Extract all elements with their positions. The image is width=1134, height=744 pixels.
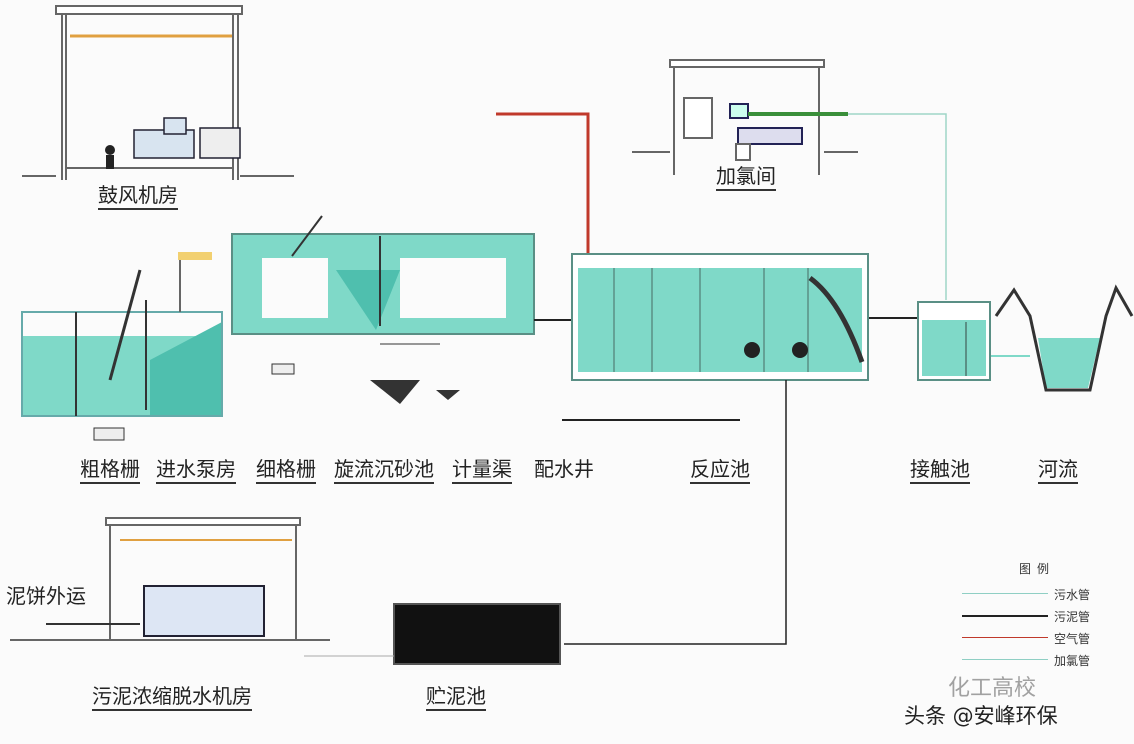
legend-label-sewage: 污水管 — [1054, 588, 1091, 602]
label-chlorination-room: 加氯间 — [716, 164, 776, 191]
sludge-tank — [393, 603, 561, 665]
watermark-school: 化工高校 — [948, 676, 1037, 701]
label-fine-screen: 细格栅 — [256, 457, 316, 484]
legend-label-sludge: 污泥管 — [1054, 610, 1091, 624]
legend-title: 图例 — [1018, 562, 1055, 576]
legend-label-chlorine: 加氯管 — [1054, 654, 1091, 668]
reaction-tank — [562, 253, 869, 421]
sludge-return-line — [564, 380, 787, 645]
label-metering: 计量渠 — [452, 457, 512, 484]
river — [994, 284, 1134, 392]
label-coarse-screen: 粗格栅 — [80, 457, 140, 484]
label-river: 河流 — [1038, 457, 1078, 484]
air-pipe — [496, 112, 590, 264]
legend-label-air: 空气管 — [1054, 632, 1091, 646]
chlorine-pipe — [848, 113, 947, 300]
blower-room — [22, 5, 294, 180]
legend: 图例 污水管 污泥管 空气管 加氯管 — [962, 560, 1112, 671]
dewatering-room — [10, 517, 330, 641]
legend-item-sludge: 污泥管 — [962, 605, 1112, 627]
coarse-screen-pump-house — [21, 252, 223, 441]
label-contact-tank: 接触池 — [910, 457, 970, 484]
label-sludge-cake: 泥饼外运 — [6, 584, 86, 608]
contact-tank — [917, 301, 991, 381]
label-distribution-well: 配水井 — [534, 457, 594, 481]
label-reaction-tank: 反应池 — [690, 457, 750, 484]
label-intake-pump: 进水泵房 — [156, 457, 236, 484]
legend-item-sewage: 污水管 — [962, 583, 1112, 605]
label-vortex-grit: 旋流沉砂池 — [334, 457, 434, 484]
legend-item-chlorine: 加氯管 — [962, 649, 1112, 671]
chlorination-room — [632, 59, 858, 175]
legend-item-air: 空气管 — [962, 627, 1112, 649]
label-dewatering-room: 污泥浓缩脱水机房 — [92, 684, 252, 711]
blower-unit — [133, 117, 241, 159]
fine-screen-grit-chamber — [231, 215, 535, 404]
watermark-author: 头条 @安峰环保 — [904, 704, 1058, 728]
label-blower-room: 鼓风机房 — [98, 183, 178, 210]
label-sludge-tank: 贮泥池 — [426, 684, 486, 711]
